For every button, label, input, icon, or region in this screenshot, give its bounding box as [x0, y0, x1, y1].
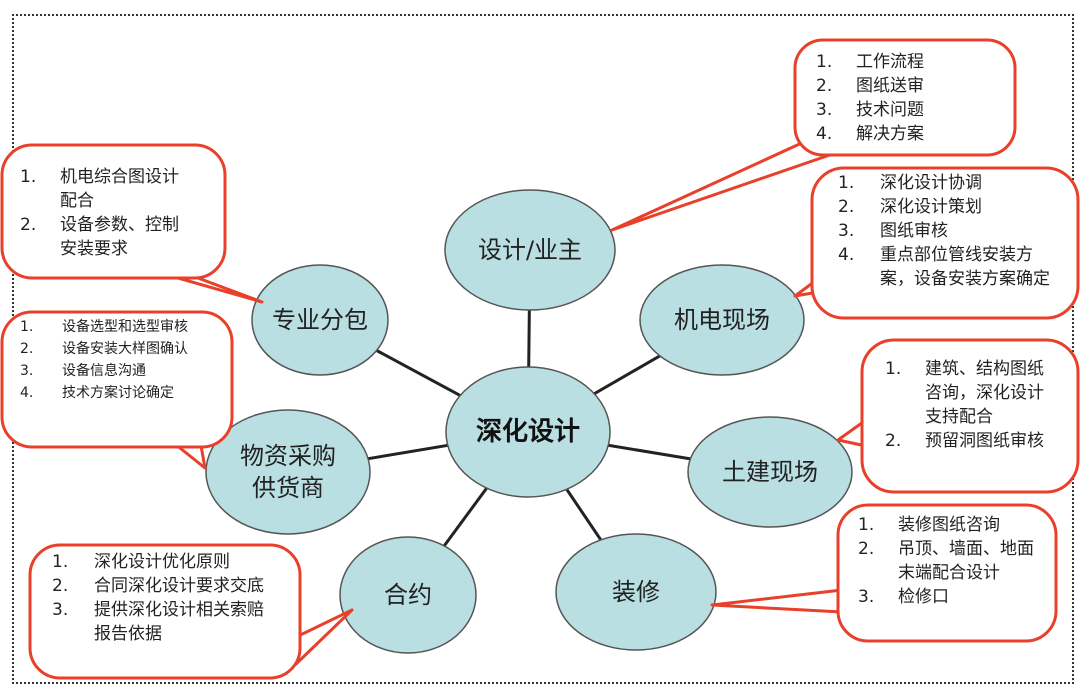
callout-subcontract-text: 1.机电综合图设计配合 2.设备参数、控制安装要求	[20, 165, 195, 261]
callout-supplier-box	[0, 310, 234, 449]
list-item: 3.技术问题	[816, 100, 924, 120]
callout-decoration-box	[836, 503, 1058, 643]
list-item: 1.机电综合图设计配合	[20, 167, 179, 211]
callout-mep-box	[810, 166, 1080, 320]
callout-decoration-tail	[710, 588, 844, 614]
list-item: 1.工作流程	[816, 52, 924, 72]
node-decoration-shape	[555, 533, 717, 651]
list-item: 3.图纸审核	[838, 221, 948, 241]
list-item: 1.建筑、结构图纸咨询，深化设计支持配合	[885, 359, 1044, 427]
list-item: 1.设备选型和选型审核	[20, 319, 188, 335]
node-civil-shape	[687, 416, 853, 528]
callout-decoration-text: 1.装修图纸咨询 2.吊顶、墙面、地面末端配合设计 3.检修口	[858, 513, 1038, 609]
node-supplier-shape	[205, 409, 371, 535]
list-item: 1.深化设计协调	[838, 173, 982, 193]
callout-supplier-text: 1.设备选型和选型审核 2.设备安装大样图确认 3.设备信息沟通 4.技术方案讨…	[20, 316, 215, 404]
list-item: 2.设备参数、控制安装要求	[20, 215, 179, 259]
callout-contract-box	[28, 543, 302, 680]
list-item: 2.预留洞图纸审核	[885, 431, 1044, 451]
callout-subcontract-box	[0, 143, 227, 280]
list-item: 3.提供深化设计相关索赔报告依据	[52, 600, 264, 644]
node-subcontract-shape	[251, 264, 389, 376]
callout-mep-text: 1.深化设计协调 2.深化设计策划 3.图纸审核 4.重点部位管线安装方案，设备…	[838, 171, 1058, 291]
list-item: 4.解决方案	[816, 124, 924, 144]
list-item: 4.重点部位管线安装方案，设备安装方案确定	[838, 245, 1050, 289]
list-item: 3.检修口	[858, 587, 949, 607]
node-center-shape	[445, 366, 611, 498]
node-subcontract: 专业分包	[272, 306, 368, 334]
callout-civil-box	[860, 338, 1080, 494]
callout-owner-box	[793, 38, 1017, 157]
node-contract-shape	[339, 536, 477, 654]
list-item: 2.深化设计策划	[838, 197, 982, 217]
node-center: 深化设计	[475, 417, 580, 447]
callout-contract-text: 1.深化设计优化原则 2.合同深化设计要求交底 3.提供深化设计相关索赔报告依据	[52, 550, 277, 646]
list-item: 2.图纸送审	[816, 76, 924, 96]
node-decoration: 装修	[612, 578, 660, 606]
node-mep: 机电现场	[674, 306, 770, 334]
node-supplier: 物资采购 供货商	[240, 442, 336, 502]
callout-owner-text: 1.工作流程 2.图纸送审 3.技术问题 4.解决方案	[816, 50, 996, 146]
node-owner-shape	[444, 189, 616, 311]
node-contract: 合约	[384, 581, 432, 609]
callout-civil-text: 1.建筑、结构图纸咨询，深化设计支持配合 2.预留洞图纸审核	[885, 357, 1060, 453]
list-item: 1.深化设计优化原则	[52, 552, 230, 572]
node-civil: 土建现场	[722, 458, 818, 486]
node-mep-shape	[639, 264, 805, 376]
list-item: 4.技术方案讨论确定	[20, 385, 174, 401]
list-item: 1.装修图纸咨询	[858, 515, 1000, 535]
list-item: 2.吊顶、墙面、地面末端配合设计	[858, 539, 1034, 583]
list-item: 2.设备安装大样图确认	[20, 341, 188, 357]
list-item: 2.合同深化设计要求交底	[52, 576, 264, 596]
list-item: 3.设备信息沟通	[20, 363, 146, 379]
node-owner: 设计/业主	[477, 236, 583, 264]
